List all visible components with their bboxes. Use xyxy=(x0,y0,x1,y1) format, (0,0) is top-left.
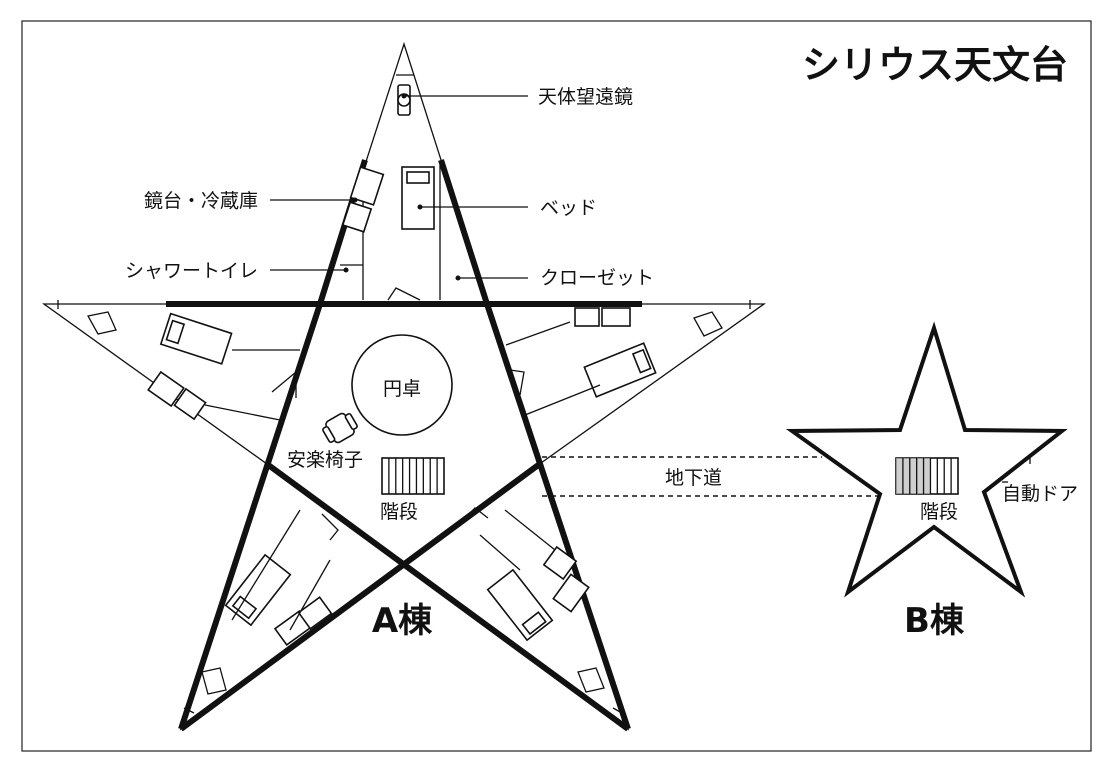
label-closet: クローゼット xyxy=(540,267,654,289)
wall-line-4 xyxy=(179,460,543,732)
building-a xyxy=(41,41,767,732)
lower-left-wing-furniture xyxy=(201,509,339,695)
label-stairs-b: 階段 xyxy=(920,501,958,523)
lower-right-wing-furniture xyxy=(457,507,605,693)
label-shower-toilet: シャワートイレ xyxy=(125,260,258,282)
top-wing-right-wall xyxy=(438,159,490,305)
label-building-b: B棟 xyxy=(904,601,965,641)
stairs-b-icon xyxy=(895,457,959,495)
label-easy-chair: 安楽椅子 xyxy=(287,449,363,471)
stair-shade xyxy=(896,458,931,494)
bed-icon-top xyxy=(401,166,435,230)
left-wing-furniture xyxy=(86,311,300,421)
right-wing-furniture xyxy=(505,307,723,416)
label-telescope: 天体望遠鏡 xyxy=(538,86,633,108)
observatory-title: シリウス天文台 xyxy=(802,43,1068,87)
mirror-stand-icon xyxy=(349,166,385,206)
building-b-outline xyxy=(785,321,1068,598)
label-underground-passage: 地下道 xyxy=(665,467,722,489)
label-round-table: 円卓 xyxy=(383,378,421,400)
label-building-a: A棟 xyxy=(372,601,433,641)
wall-line-2 xyxy=(484,303,631,730)
wall-line-3 xyxy=(265,461,630,732)
frame-border xyxy=(21,20,1092,752)
wall-line-1 xyxy=(178,303,323,730)
label-automatic-door: 自動ドア xyxy=(1002,483,1078,505)
right-shelf-2 xyxy=(601,307,631,327)
label-mirror-fridge: 鏡台・冷蔵庫 xyxy=(144,190,258,212)
round-table xyxy=(351,334,453,436)
right-shelf-1 xyxy=(574,307,600,327)
door-ticks xyxy=(57,74,751,714)
label-stairs-a: 階段 xyxy=(380,501,418,523)
building-b xyxy=(785,321,1068,598)
telescope-icon xyxy=(397,84,411,116)
easy-chair-icon xyxy=(322,412,358,444)
stairs-a-icon xyxy=(381,457,445,495)
fridge-icon xyxy=(341,201,373,233)
label-bed: ベッド xyxy=(540,197,597,219)
leader-lines xyxy=(270,93,528,281)
underground-passage xyxy=(542,456,880,497)
top-door-swing xyxy=(387,287,421,301)
